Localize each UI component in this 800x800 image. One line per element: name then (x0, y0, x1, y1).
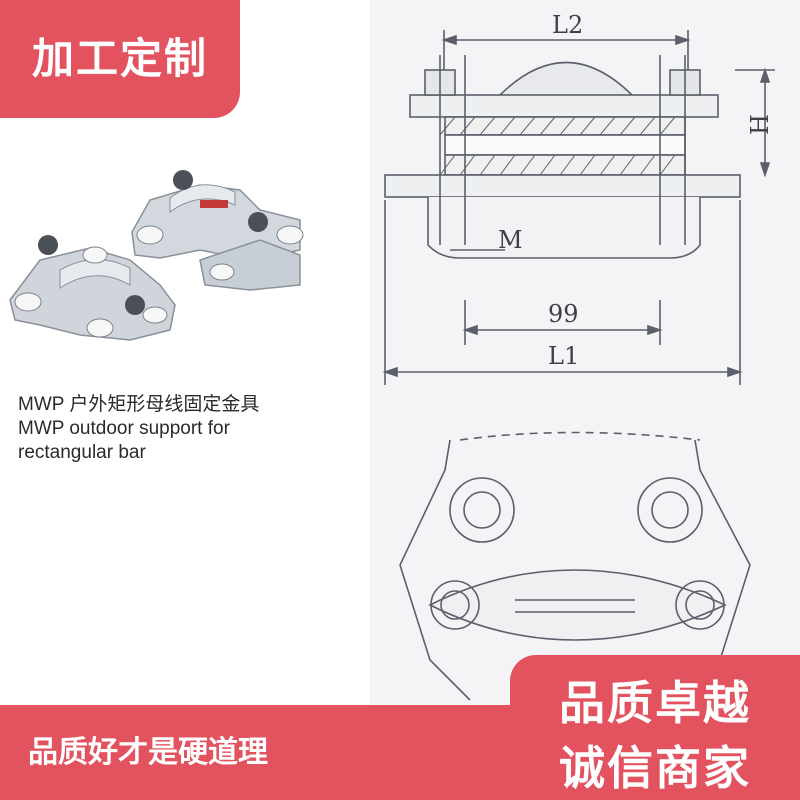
fitting-back-lower (199, 239, 301, 291)
fitting-front (9, 235, 176, 341)
slogan-quality: 品质好才是硬道理 (28, 735, 268, 770)
caption-chinese: MWP 户外矩形母线固定金具 (18, 394, 260, 415)
base-plate (384, 174, 741, 198)
top-plate (409, 94, 719, 118)
plan-outline-left (399, 439, 471, 701)
quality-badge: 品质卓越 诚信商家 (510, 655, 800, 800)
badge-line-2: 诚信商家 (559, 741, 751, 795)
technical-drawing: L2 H M 99 L1 (382, 11, 775, 701)
dim-label-99: 99 (548, 300, 579, 328)
badge-line-1: 品质卓越 (559, 676, 751, 730)
bottom-slogan-band: 品质好才是硬道理 (0, 705, 530, 800)
custom-processing-tag: 加工定制 (0, 0, 240, 118)
caption-english-1: MWP outdoor support for (18, 418, 230, 439)
caption-english-2: rectangular bar (18, 442, 146, 463)
dim-label-h: H (746, 114, 774, 135)
busbar-upper (444, 116, 686, 136)
dim-label-l1: L1 (548, 342, 579, 370)
dim-label-l2: L2 (552, 11, 583, 39)
dome (499, 61, 633, 96)
product-photo (9, 170, 304, 341)
product-panel (0, 0, 370, 800)
product-caption: MWP 户外矩形母线固定金具 MWP outdoor support for r… (18, 393, 259, 465)
dim-label-m: M (498, 226, 523, 254)
